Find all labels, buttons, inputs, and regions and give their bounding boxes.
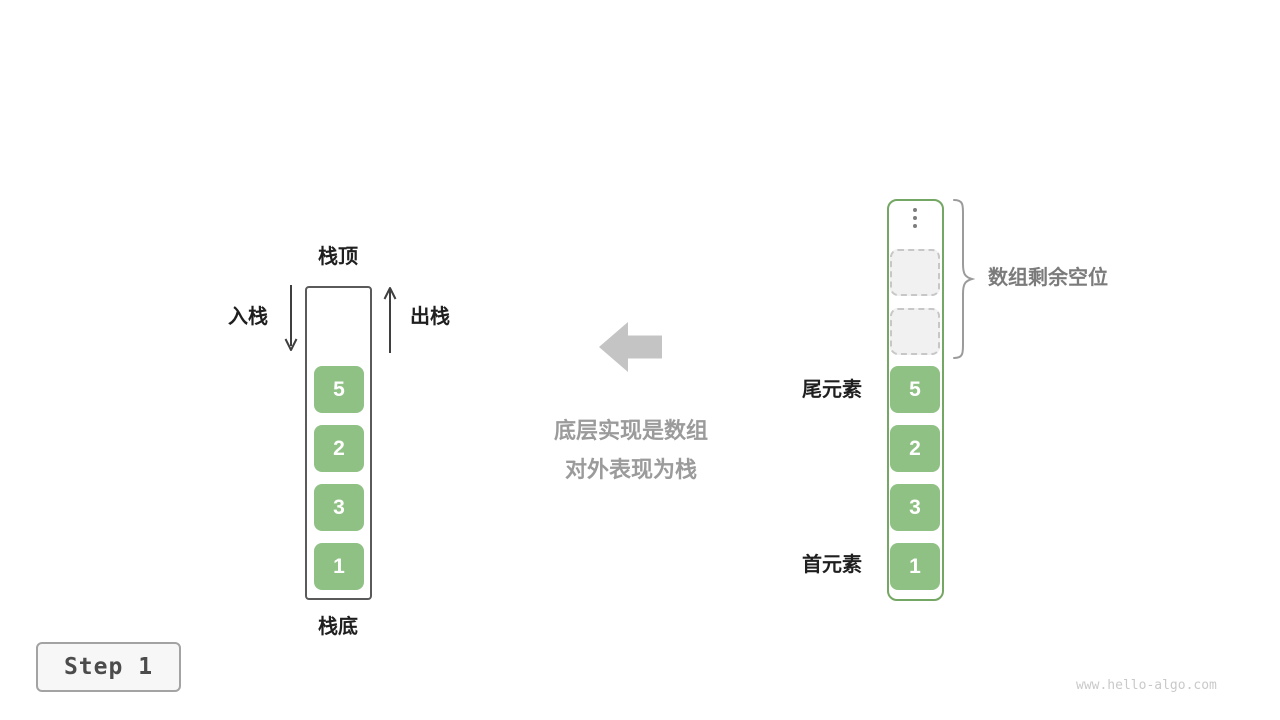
remaining-slots-label: 数组剩余空位	[988, 267, 1108, 289]
pop-label: 出栈	[410, 306, 450, 328]
stack-bottom-label: 栈底	[318, 616, 358, 638]
tail-element-label: 尾元素	[802, 379, 862, 401]
array-cell: 3	[890, 484, 940, 531]
head-element-label: 首元素	[802, 554, 862, 576]
array-cell: 1	[890, 543, 940, 590]
array-empty-slots	[890, 249, 940, 355]
caption-line1: 底层实现是数组	[553, 418, 708, 443]
caption: 底层实现是数组 对外表现为栈	[460, 411, 802, 489]
push-label: 入栈	[228, 306, 268, 328]
curly-brace-icon	[953, 199, 975, 359]
array-cells: 5 2 3 1	[890, 366, 940, 590]
caption-line2: 对外表现为栈	[564, 457, 697, 482]
step-badge-label: Step 1	[63, 654, 154, 680]
stack-cells: 5 2 3 1	[314, 366, 364, 590]
stack-top-label: 栈顶	[318, 246, 358, 268]
pop-up-arrow-icon	[383, 287, 397, 353]
push-down-arrow-icon	[284, 285, 298, 351]
watermark: www.hello-algo.com	[1076, 678, 1217, 693]
stack-cell: 3	[314, 484, 364, 531]
stack-cell: 5	[314, 366, 364, 413]
array-cell: 5	[890, 366, 940, 413]
array-empty-slot	[890, 249, 940, 296]
ellipsis-icon	[913, 208, 917, 228]
left-block-arrow-icon	[599, 322, 662, 372]
stack-cell: 2	[314, 425, 364, 472]
stack-cell: 1	[314, 543, 364, 590]
step-badge: Step 1	[36, 642, 181, 692]
array-cell: 2	[890, 425, 940, 472]
array-empty-slot	[890, 308, 940, 355]
